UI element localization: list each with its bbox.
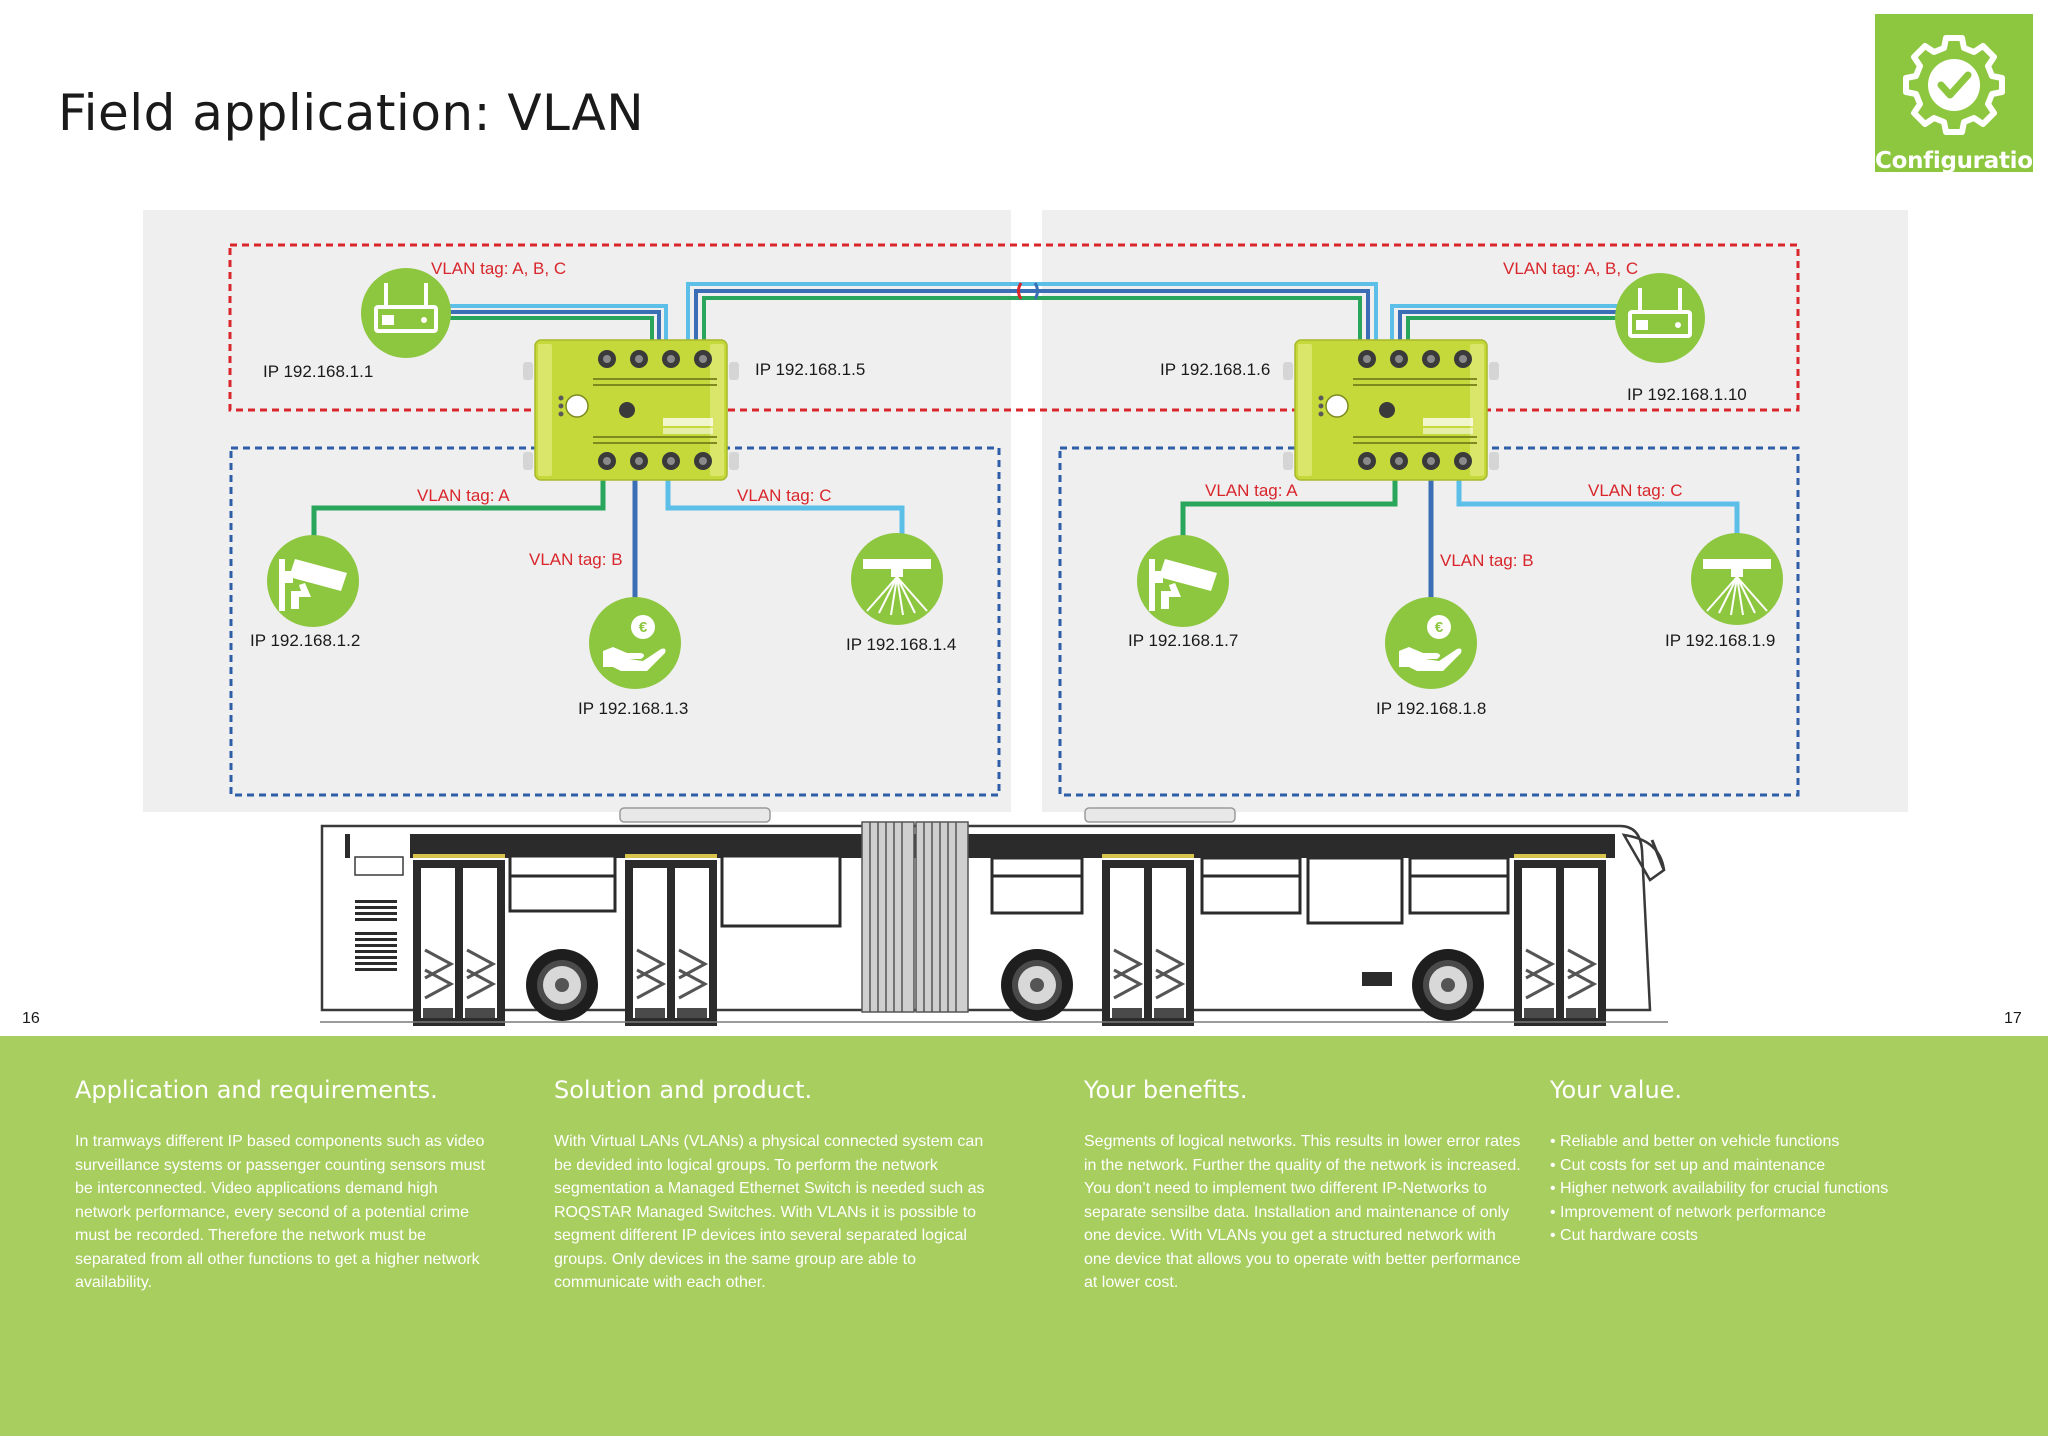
articulated-bus-illustration <box>320 807 1668 1028</box>
ip-label: IP 192.168.1.10 <box>1627 385 1747 404</box>
vlan-tag-label: VLAN tag: A, B, C <box>431 259 567 278</box>
passenger-counter-icon <box>1385 597 1477 689</box>
passenger-counter-icon <box>589 597 681 689</box>
vlan-tag-label: VLAN tag: A <box>1205 481 1298 500</box>
footer-column-solution: Solution and product. With Virtual LANs … <box>554 1076 994 1295</box>
sensor-icon <box>850 532 944 626</box>
router-icon <box>1613 271 1707 365</box>
column-body: In tramways different IP based component… <box>75 1133 485 1291</box>
footer-column-value: Your value. Reliable and better on vehic… <box>1550 1076 2010 1248</box>
vlan-tag-label: VLAN tag: C <box>1588 481 1683 500</box>
camera-icon <box>267 535 359 627</box>
footer-column-application: Application and requirements. In tramway… <box>75 1076 495 1295</box>
ip-label: IP 192.168.1.4 <box>846 635 957 654</box>
vlan-tag-label: VLAN tag: B <box>1440 551 1534 570</box>
ip-label: IP 192.168.1.2 <box>250 631 361 650</box>
vlan-network-diagram: € <box>228 243 1800 1028</box>
vlan-tag-label: VLAN tag: B <box>529 550 623 569</box>
column-heading: Solution and product. <box>554 1076 813 1104</box>
router-icon <box>359 266 453 360</box>
column-body: With Virtual LANs (VLANs) a physical con… <box>554 1133 985 1291</box>
value-list: Reliable and better on vehicle functions… <box>1550 1130 2010 1248</box>
column-heading: Your benefits. <box>1084 1076 1248 1104</box>
list-item: Reliable and better on vehicle functions <box>1550 1130 2010 1154</box>
column-heading: Application and requirements. <box>75 1076 438 1104</box>
ip-label: IP 192.168.1.1 <box>263 362 374 381</box>
footer-column-benefits: Your benefits. Segments of logical netwo… <box>1084 1076 1524 1295</box>
managed-switch-left <box>522 339 740 481</box>
sensor-icon <box>1690 532 1784 626</box>
column-body: Segments of logical networks. This resul… <box>1084 1133 1521 1291</box>
configuration-badge: Configuration <box>1875 14 2048 174</box>
ip-label: IP 192.168.1.8 <box>1376 699 1487 718</box>
footer-info-band: Application and requirements. In tramway… <box>0 1036 2048 1436</box>
list-item: Improvement of network performance <box>1550 1201 2010 1225</box>
page-number-left: 16 <box>22 1010 40 1027</box>
ip-label: IP 192.168.1.9 <box>1665 631 1776 650</box>
vlan-tag-label: VLAN tag: A <box>417 486 510 505</box>
ip-label: IP 192.168.1.5 <box>755 360 866 379</box>
gear-check-icon <box>1903 35 2005 135</box>
vlan-tag-label: VLAN tag: A, B, C <box>1503 259 1639 278</box>
ip-label: IP 192.168.1.7 <box>1128 631 1239 650</box>
list-item: Higher network availability for crucial … <box>1550 1177 2010 1201</box>
list-item: Cut costs for set up and maintenance <box>1550 1154 2010 1178</box>
vlan-tag-label: VLAN tag: C <box>737 486 832 505</box>
column-heading: Your value. <box>1550 1076 1683 1104</box>
list-item: Cut hardware costs <box>1550 1224 2010 1248</box>
camera-icon <box>1137 535 1229 627</box>
ip-label: IP 192.168.1.3 <box>578 699 689 718</box>
page-number-right: 17 <box>2004 1010 2022 1027</box>
page-title: Field application: VLAN <box>58 84 645 142</box>
ip-label: IP 192.168.1.6 <box>1160 360 1271 379</box>
badge-label: Configuration <box>1875 148 2048 174</box>
managed-switch-right <box>1282 339 1500 481</box>
